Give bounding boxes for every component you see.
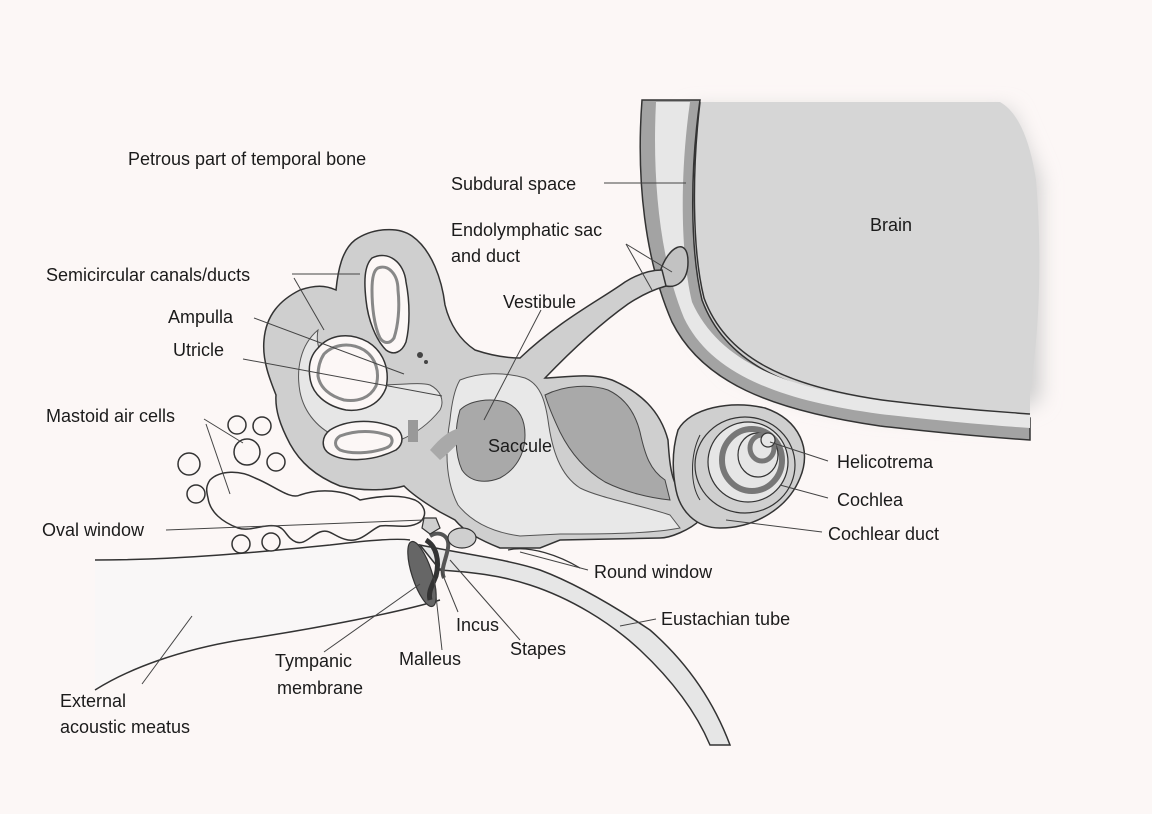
label-external-acoustic-meatus-line2: acoustic meatus	[60, 715, 190, 739]
label-tympanic-membrane-line1: Tympanic	[275, 649, 352, 673]
cochlea	[673, 405, 804, 528]
label-semicircular-canals: Semicircular canals/ducts	[46, 263, 250, 287]
label-helicotrema: Helicotrema	[837, 450, 933, 474]
label-cochlear-duct: Cochlear duct	[828, 522, 939, 546]
round-window-shape	[448, 528, 476, 548]
label-ampulla: Ampulla	[168, 305, 233, 329]
label-mastoid-air-cells: Mastoid air cells	[46, 404, 175, 428]
label-external-acoustic-meatus-line1: External	[60, 689, 126, 713]
label-malleus: Malleus	[399, 647, 461, 671]
label-stapes: Stapes	[510, 637, 566, 661]
label-endolymphatic-sac-line2: and duct	[451, 244, 520, 268]
label-eustachian-tube: Eustachian tube	[661, 607, 790, 631]
external-acoustic-meatus	[95, 539, 440, 690]
label-utricle: Utricle	[173, 338, 224, 362]
label-petrous-temporal-bone: Petrous part of temporal bone	[128, 147, 366, 171]
label-endolymphatic-sac-line1: Endolymphatic sac	[451, 218, 602, 242]
label-brain: Brain	[870, 213, 912, 237]
label-tympanic-membrane-line2: membrane	[277, 676, 363, 700]
label-cochlea: Cochlea	[837, 488, 903, 512]
label-incus: Incus	[456, 613, 499, 637]
brain-region	[640, 100, 1040, 440]
label-round-window: Round window	[594, 560, 712, 584]
label-oval-window: Oval window	[42, 518, 144, 542]
label-vestibule: Vestibule	[503, 290, 576, 314]
label-subdural-space: Subdural space	[451, 172, 576, 196]
label-saccule: Saccule	[488, 434, 552, 458]
